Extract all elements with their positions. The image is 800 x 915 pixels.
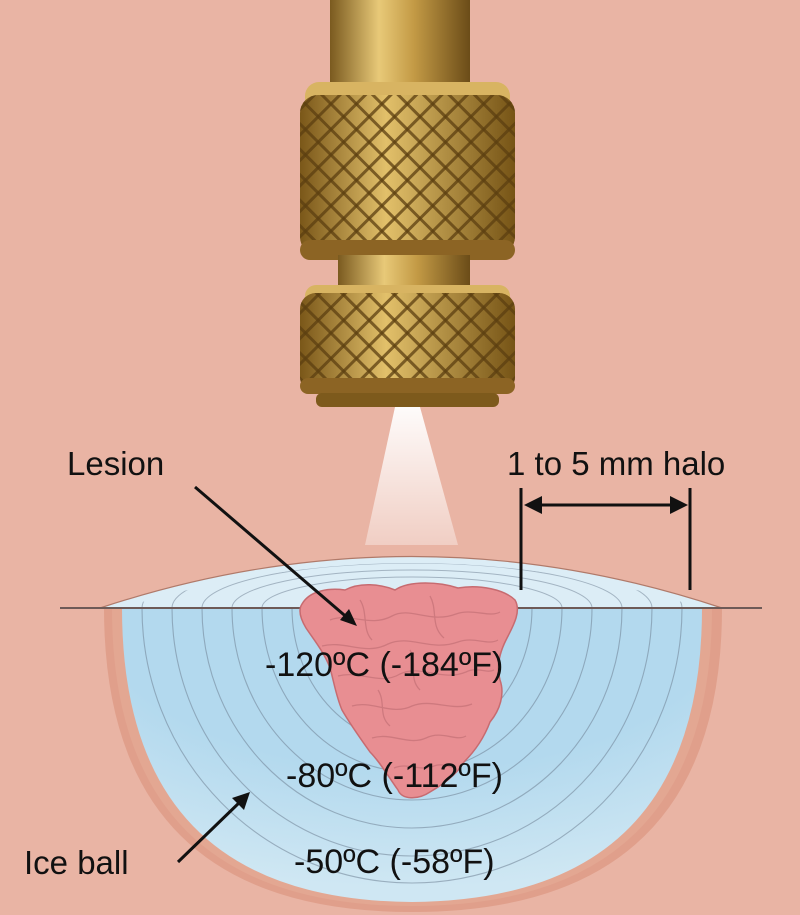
probe-shaft: [330, 0, 470, 90]
probe-lower-collar: [300, 285, 515, 407]
ice-ball-label: Ice ball: [24, 846, 129, 879]
temperature-inner-label: -120ºC (-184ºF): [265, 648, 503, 682]
temperature-outer-label: -50ºC (-58ºF): [294, 845, 495, 879]
temperature-middle-label: -80ºC (-112ºF): [286, 759, 503, 793]
probe-upper-collar: [300, 82, 515, 260]
lesion-label: Lesion: [67, 447, 164, 480]
halo-label: 1 to 5 mm halo: [507, 447, 725, 480]
cryo-spray: [365, 407, 458, 545]
